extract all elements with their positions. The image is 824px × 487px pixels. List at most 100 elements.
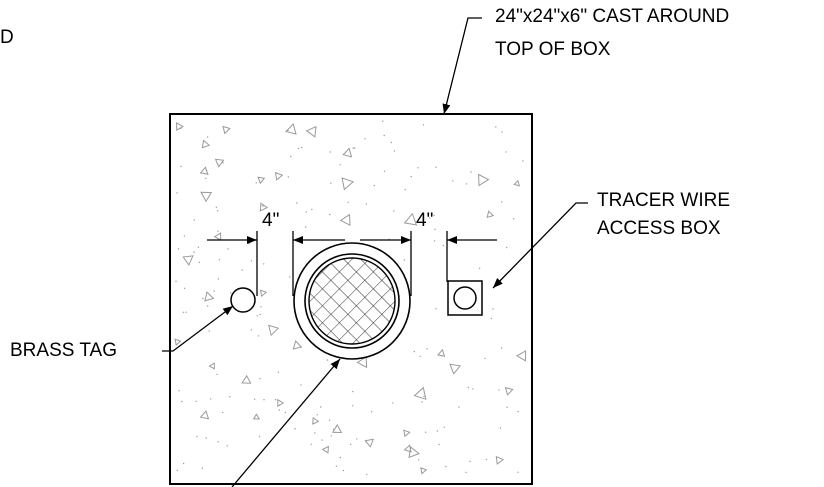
speckle-dot (347, 201, 349, 203)
speckle-dot (328, 419, 331, 421)
speckle-triangle (274, 171, 284, 181)
speckle-dot (410, 175, 412, 178)
speckle-dot (196, 435, 198, 438)
speckle-dot (296, 202, 298, 204)
speckle-dot (484, 357, 486, 360)
speckle-dot (314, 432, 316, 434)
speckle-triangle (486, 210, 495, 219)
speckle-triangle (214, 158, 225, 168)
speckle-dot (495, 126, 497, 128)
speckle-dot (180, 165, 182, 168)
speckle-dot (195, 400, 197, 402)
speckle-dot (329, 213, 331, 216)
speckle-dot (289, 276, 291, 278)
speckle-dot (310, 443, 312, 445)
speckle-dot (321, 439, 323, 441)
speckle-dot (183, 287, 186, 289)
speckle-dot (213, 290, 215, 292)
speckle-dot (356, 438, 358, 440)
speckle-dot (177, 248, 180, 250)
speckle-dot (492, 308, 494, 310)
leader-brass-tag (162, 305, 234, 352)
speckle-dot (465, 471, 467, 474)
speckle-dot (465, 183, 468, 185)
speckle-dot (330, 182, 332, 184)
speckle-triangle (321, 445, 329, 454)
speckle-triangle (504, 387, 514, 396)
speckle-dot (278, 409, 281, 411)
speckle-triangle (204, 291, 215, 302)
speckle-dot (176, 469, 178, 471)
speckle-dot (352, 147, 354, 149)
speckle-dot (421, 401, 423, 403)
speckle-dot (499, 427, 502, 429)
brass-tag-marker (230, 287, 256, 313)
speckle-triangle (213, 232, 222, 241)
speckle-dot (301, 146, 303, 149)
speckle-dot (383, 134, 385, 137)
speckle-triangle (436, 348, 446, 357)
speckle-dot (522, 160, 524, 162)
speckle-dot (217, 210, 219, 212)
dimension-right: 4" (416, 210, 434, 231)
speckle-triangle (413, 386, 427, 400)
speckle-dot (424, 431, 427, 433)
tracer-label-line2: ACCESS BOX (597, 218, 721, 239)
speckle-dot (443, 426, 445, 428)
speckle-dot (198, 261, 200, 263)
speckle-dot (193, 219, 195, 221)
speckle-dot (452, 180, 454, 182)
speckle-dot (215, 206, 218, 208)
speckle-dot (472, 388, 474, 390)
speckle-triangle (285, 123, 297, 135)
speckle-dot (207, 305, 209, 307)
leader-center-box (231, 358, 341, 487)
cast-label-line2: TOP OF BOX (495, 39, 611, 60)
speckle-dot (438, 443, 440, 446)
speckle-triangle (176, 122, 184, 131)
speckle-dot (311, 208, 313, 211)
speckle-triangle (339, 213, 351, 227)
speckle-triangle (408, 446, 420, 459)
speckle-dot (469, 460, 471, 463)
speckle-dot (254, 398, 256, 400)
speckle-dot (227, 248, 229, 250)
speckle-dot (373, 184, 375, 187)
speckle-dot (193, 251, 195, 253)
speckle-dot (178, 390, 180, 392)
speckle-triangle (208, 362, 215, 370)
speckle-dot (478, 267, 481, 269)
speckle-dot (255, 182, 257, 184)
speckle-dot (222, 162, 224, 164)
speckle-dot (500, 347, 503, 349)
speckle-dot (349, 443, 352, 446)
speckle-dot (470, 171, 472, 173)
speckle-dot (498, 389, 500, 391)
speckle-dot (274, 399, 277, 401)
speckle-dot (485, 458, 488, 461)
speckle-dot (426, 348, 428, 350)
speckle-triangle (312, 416, 320, 425)
speckle-dot (393, 210, 395, 212)
speckle-triangle (331, 423, 343, 434)
speckle-triangle (305, 125, 317, 138)
speckle-dot (206, 136, 209, 138)
speckle-dot (429, 217, 431, 219)
speckle-dot (205, 177, 207, 180)
speckle-dot (501, 201, 503, 203)
speckle-dot (417, 167, 419, 169)
speckle-triangle (174, 338, 182, 346)
leader-tracer (492, 202, 588, 289)
speckle-dot (433, 214, 435, 217)
speckle-dot (390, 141, 393, 144)
speckle-dot (297, 147, 300, 150)
speckle-dot (287, 129, 289, 132)
speckle-dot (176, 192, 178, 194)
leader-cast (442, 17, 482, 115)
speckle-dot (517, 410, 519, 413)
speckle-dot (180, 127, 182, 130)
speckle-triangle (241, 374, 252, 384)
speckle-dot (352, 405, 354, 407)
speckle-dot (393, 150, 396, 152)
speckle-dot (210, 398, 212, 400)
